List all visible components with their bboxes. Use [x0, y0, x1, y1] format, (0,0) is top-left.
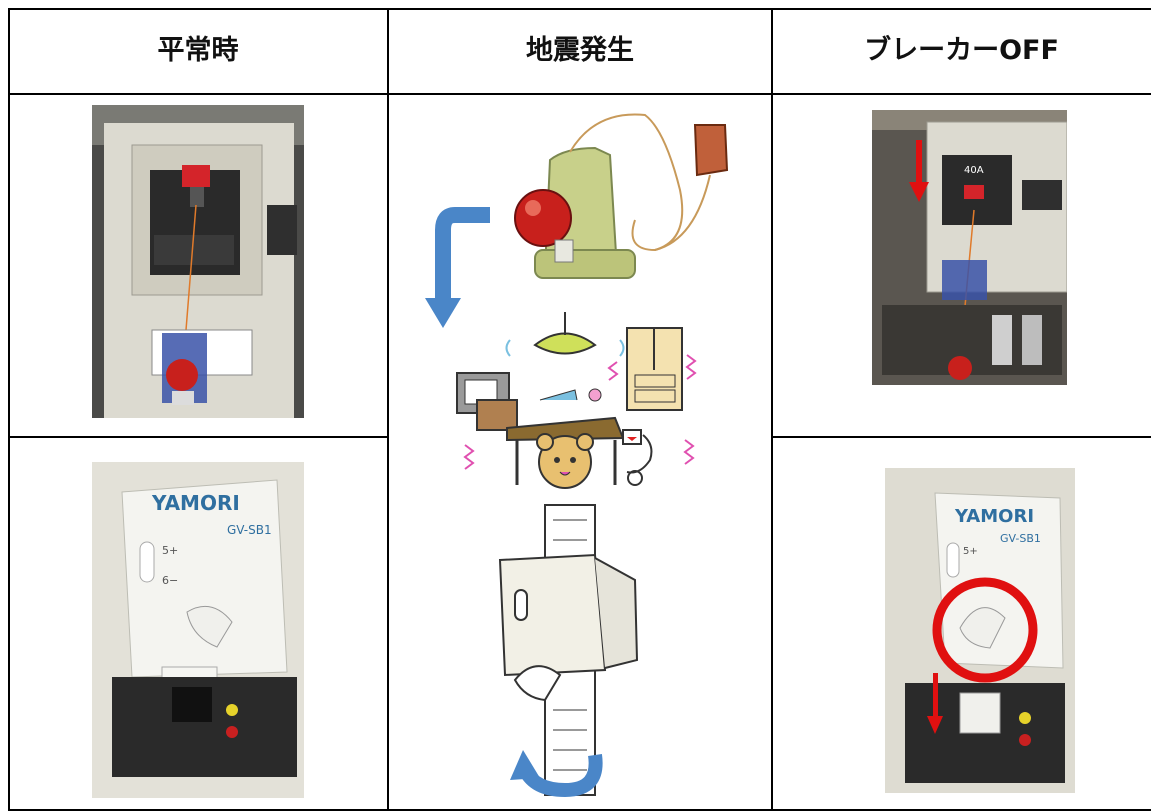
- photo-breaker-normal: [92, 105, 304, 418]
- red-circle-highlight-icon: [932, 577, 1038, 683]
- header-normal: 平常時: [157, 34, 239, 66]
- tripped-device-brand-label: YAMORI: [954, 506, 1034, 527]
- device-brand-label: YAMORI: [151, 491, 240, 515]
- shaking-room-icon: [456, 312, 697, 489]
- breaker-rating-label: 40A: [964, 165, 984, 176]
- border-col-1: [387, 8, 389, 811]
- yamori-switch-illustration-icon: [498, 504, 639, 796]
- tripped-down-arrow-icon: [927, 673, 943, 734]
- dial-mark-upper: 5+: [162, 544, 178, 557]
- down-arrow-icon: [909, 140, 929, 202]
- photo-breaker-off: 40A: [872, 110, 1067, 385]
- u-turn-arrow-icon: [510, 750, 603, 798]
- border-left: [8, 8, 10, 811]
- seismic-sensor-icon: [514, 113, 729, 279]
- border-header-bottom: [8, 93, 1151, 95]
- photo-yamori-tripped: YAMORI GV-SB1 5+: [885, 468, 1075, 793]
- border-top: [8, 8, 1151, 10]
- earthquake-illustration: [395, 100, 765, 805]
- dial-mark-lower: 6−: [162, 574, 178, 587]
- photo-yamori-normal: YAMORI GV-SB1 5+ 6−: [92, 462, 304, 798]
- border-right-mid: [771, 436, 1151, 438]
- tripped-device-model-label: GV-SB1: [1000, 532, 1041, 545]
- border-col-2: [771, 8, 773, 811]
- border-bottom: [8, 809, 1151, 811]
- border-left-mid: [8, 436, 389, 438]
- header-earthquake: 地震発生: [526, 34, 634, 66]
- header-breaker-off: ブレーカーOFF: [864, 34, 1059, 66]
- curved-down-arrow-icon: [425, 207, 490, 328]
- device-model-label: GV-SB1: [227, 523, 272, 537]
- tripped-dial-mark-upper: 5+: [963, 546, 978, 557]
